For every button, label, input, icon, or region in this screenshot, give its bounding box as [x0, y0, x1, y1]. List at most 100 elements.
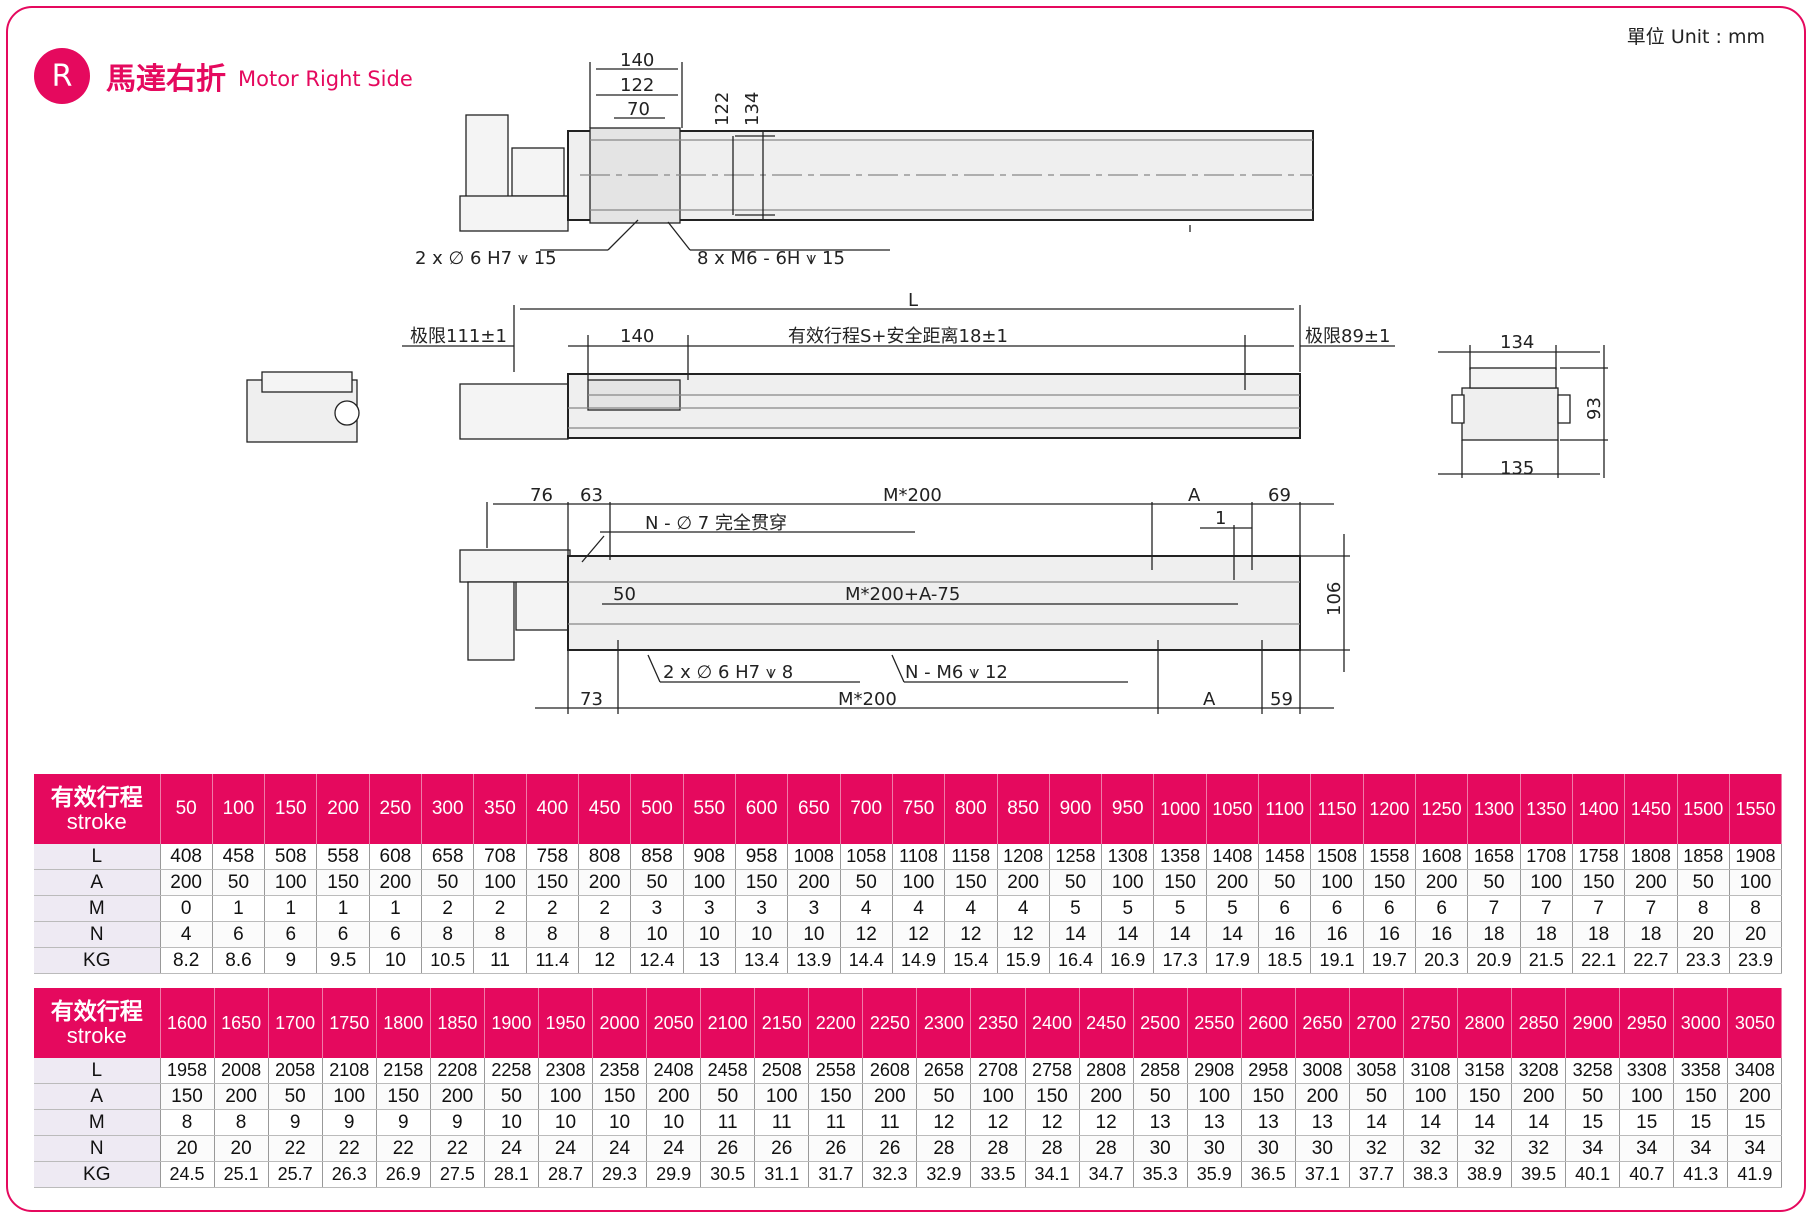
table-cell: 20.3	[1415, 947, 1469, 974]
table-cell: 808	[578, 844, 632, 870]
table-cell: 17.9	[1206, 947, 1260, 974]
table-cell: 4	[840, 895, 893, 922]
stroke-value: 1200	[1363, 774, 1417, 844]
table-cell: 150	[1025, 1083, 1080, 1110]
table-cell: 200	[214, 1083, 269, 1110]
stroke-value: 1400	[1572, 774, 1626, 844]
table-cell: 18	[1467, 921, 1521, 948]
stroke-value: 2000	[592, 988, 648, 1058]
table-cell: 13	[1295, 1109, 1350, 1136]
table-cell: 13	[1133, 1109, 1188, 1136]
table-cell: 908	[683, 844, 736, 870]
table-cell: 10	[592, 1109, 648, 1136]
table-cell: 26	[862, 1135, 918, 1162]
table-cell: 4	[892, 895, 946, 922]
table-cell: 24	[592, 1135, 648, 1162]
table-cell: 12	[916, 1109, 972, 1136]
table-cell: 32.3	[862, 1161, 918, 1188]
stroke-value: 350	[473, 774, 527, 844]
table-cell: 5	[1049, 895, 1103, 922]
table-cell: 31.1	[754, 1161, 810, 1188]
table-cell: 34.1	[1025, 1161, 1080, 1188]
section-header: R 馬達右折 Motor Right Side	[34, 48, 413, 104]
table-cell: 11	[808, 1109, 864, 1136]
table-cell: 14	[1049, 921, 1103, 948]
table-cell: 34.7	[1079, 1161, 1134, 1188]
table-cell: 20	[214, 1135, 269, 1162]
table-cell: 18.5	[1258, 947, 1312, 974]
table-cell: 50	[1258, 869, 1312, 896]
table-cell: 13.4	[735, 947, 789, 974]
table-cell: 16	[1258, 921, 1312, 948]
table-cell: 41.9	[1727, 1161, 1783, 1188]
table-cell: 24	[646, 1135, 702, 1162]
table-cell: 3208	[1511, 1058, 1567, 1084]
table-cell: 6	[1415, 895, 1469, 922]
table-cell: 38.9	[1457, 1161, 1513, 1188]
stroke-value: 1100	[1258, 774, 1312, 844]
stroke-value: 2800	[1457, 988, 1513, 1058]
table-cell: 7	[1572, 895, 1626, 922]
note-pin-top: 2 x ∅ 6 H7 ⩛ 15	[415, 248, 557, 269]
table-cell: 3358	[1673, 1058, 1729, 1084]
table-cell: 200	[1079, 1083, 1134, 1110]
stroke-value: 1500	[1677, 774, 1730, 844]
table-cell: 2008	[214, 1058, 269, 1084]
table-cell: 1008	[787, 844, 841, 870]
table-cell: 24	[538, 1135, 594, 1162]
top-motor	[465, 114, 509, 198]
table-cell: 1808	[1624, 844, 1678, 870]
table-cell: 10	[787, 921, 841, 948]
dim-135-end: 135	[1500, 458, 1534, 479]
table-cell: 15	[1673, 1109, 1729, 1136]
table-cell: 11	[700, 1109, 756, 1136]
table-cell: 1458	[1258, 844, 1312, 870]
table-cell: 22.1	[1572, 947, 1626, 974]
stroke-value: 2350	[970, 988, 1026, 1058]
dim-93-end: 93	[1584, 397, 1605, 420]
stroke-value: 1800	[376, 988, 431, 1058]
table-cell: 50	[268, 1083, 323, 1110]
table-cell: 13.9	[787, 947, 841, 974]
table-cell: 50	[212, 869, 266, 896]
dim-M200-top: M*200	[883, 485, 942, 506]
table-cell: 28	[1079, 1135, 1134, 1162]
stroke-value: 2400	[1025, 988, 1080, 1058]
table-cell: 14	[1101, 921, 1155, 948]
table-cell: 36.5	[1241, 1161, 1296, 1188]
row-label: KG	[34, 947, 161, 974]
stroke-value: 50	[160, 774, 213, 844]
table-cell: 31.7	[808, 1161, 864, 1188]
section-badge: R	[34, 48, 90, 104]
table-cell: 26	[700, 1135, 756, 1162]
table-cell: 100	[538, 1083, 594, 1110]
table-cell: 10	[630, 921, 684, 948]
table-cell: 25.1	[214, 1161, 269, 1188]
table-cell: 2108	[322, 1058, 377, 1084]
dim-70-top: 70	[627, 99, 650, 120]
row-label: N	[34, 1135, 161, 1162]
dim-M200-bottom: M*200	[838, 689, 897, 710]
table-cell: 26.9	[376, 1161, 431, 1188]
table-cell: 14	[1511, 1109, 1567, 1136]
table-cell: 100	[970, 1083, 1026, 1110]
table-cell: 7	[1624, 895, 1678, 922]
stroke-value: 1350	[1520, 774, 1573, 844]
stroke-value: 1950	[538, 988, 594, 1058]
section-title-cn: 馬達右折	[106, 62, 226, 97]
stroke-note: 有效行程S+安全距离18±1	[788, 326, 1008, 347]
table-cell: 26.3	[322, 1161, 377, 1188]
table-cell: 15	[1565, 1109, 1621, 1136]
stroke-value: 1050	[1206, 774, 1260, 844]
table-cell: 9	[268, 1109, 323, 1136]
table-cell: 12	[944, 921, 998, 948]
table-cell: 14	[1206, 921, 1260, 948]
end-view	[1438, 345, 1608, 478]
table-cell: 200	[1624, 869, 1678, 896]
stroke-value: 250	[369, 774, 423, 844]
table-cell: 150	[376, 1083, 431, 1110]
table-cell: 458	[212, 844, 266, 870]
table-cell: 2158	[376, 1058, 431, 1084]
stroke-value: 600	[735, 774, 789, 844]
